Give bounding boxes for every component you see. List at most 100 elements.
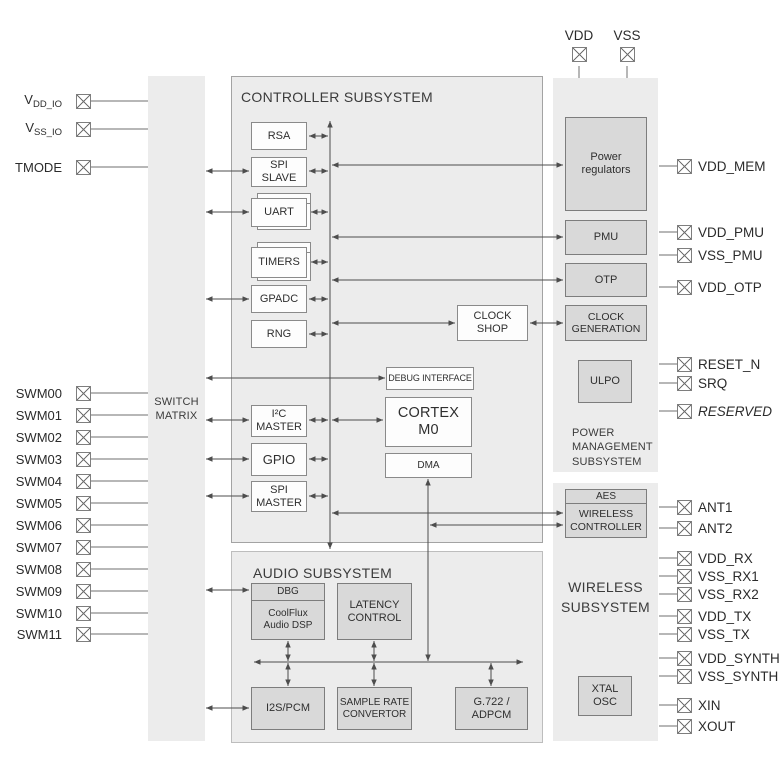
block-gpio: GPIO: [251, 443, 307, 476]
pad-icon: [677, 697, 692, 713]
pad-icon: [76, 121, 91, 137]
block-latency-control: LATENCY CONTROL: [337, 583, 412, 640]
pad-icon: [677, 586, 692, 602]
pin-swm07: SWM07: [0, 539, 91, 555]
pin-vdd-pmu: VDD_PMU: [677, 224, 764, 240]
pin-xout: XOUT: [677, 718, 736, 734]
pin-swm11: SWM11: [0, 626, 91, 642]
pad-icon: [76, 561, 91, 577]
pad-icon: [677, 568, 692, 584]
pin-xin: XIN: [677, 697, 721, 713]
pad-icon: [76, 407, 91, 423]
block-debug-interface: DEBUG INTERFACE: [386, 367, 474, 390]
pin-swm02: SWM02: [0, 429, 91, 445]
block-rng: RNG: [251, 320, 307, 348]
pad-icon: [677, 520, 692, 536]
pin-swm04: SWM04: [0, 473, 91, 489]
switch-matrix-label: SWITCH MATRIX: [154, 396, 199, 423]
pin-vdd: VDD: [549, 28, 609, 67]
pad-icon: [677, 718, 692, 734]
pin-vss-pmu: VSS_PMU: [677, 247, 763, 263]
block-i2s-pcm: I2S/PCM: [251, 687, 325, 730]
pin-vdd-synth: VDD_SYNTH: [677, 650, 780, 666]
pin-swm03: SWM03: [0, 451, 91, 467]
pin-vss-rx1: VSS_RX1: [677, 568, 759, 584]
pin-vss-io: VSS_IO: [0, 120, 91, 138]
pin-vss-rx2: VSS_RX2: [677, 586, 759, 602]
pin-vdd-mem: VDD_MEM: [677, 158, 766, 174]
pad-icon: [677, 224, 692, 240]
pad-icon: [677, 668, 692, 684]
pin-vdd-tx: VDD_TX: [677, 608, 751, 624]
pad-icon: [677, 499, 692, 515]
pin-vdd-io: VDD_IO: [0, 92, 91, 110]
power-subsystem-label: POWER MANAGEMENT SUBSYSTEM: [572, 427, 653, 468]
block-aes: AES: [565, 489, 647, 504]
pad-icon: [677, 356, 692, 372]
pin-swm06: SWM06: [0, 517, 91, 533]
pin-swm05: SWM05: [0, 495, 91, 511]
pin-tmode: TMODE: [0, 159, 91, 175]
pad-icon: [76, 583, 91, 599]
block-otp: OTP: [565, 263, 647, 297]
pin-swm09: SWM09: [0, 583, 91, 599]
block-gpadc: GPADC: [251, 285, 307, 313]
pad-icon: [76, 385, 91, 401]
pad-icon: [677, 403, 692, 419]
pad-icon: [76, 626, 91, 642]
pad-icon: [677, 279, 692, 295]
wireless-subsystem-label: WIRELESS SUBSYSTEM: [560, 579, 651, 616]
pin-ant1: ANT1: [677, 499, 733, 515]
pin-swm01: SWM01: [0, 407, 91, 423]
pad-icon: [76, 517, 91, 533]
pin-vdd-otp: VDD_OTP: [677, 279, 762, 295]
pad-icon: [677, 375, 692, 391]
pin-reset-n: RESET_N: [677, 356, 760, 372]
pin-vdd-rx: VDD_RX: [677, 550, 753, 566]
block-rsa: RSA: [251, 122, 307, 150]
pin-srq: SRQ: [677, 375, 727, 391]
pin-swm10: SWM10: [0, 605, 91, 621]
block-spi-master: SPI MASTER: [251, 481, 307, 512]
block-dbg: DBG: [251, 583, 325, 601]
pad-icon: [619, 47, 635, 62]
block-i2c-master: I²C MASTER: [251, 405, 307, 437]
pad-icon: [677, 608, 692, 624]
audio-subsystem-title: AUDIO SUBSYSTEM: [253, 565, 393, 581]
pad-icon: [76, 159, 91, 175]
block-dma: DMA: [385, 453, 472, 478]
pin-ant2: ANT2: [677, 520, 733, 536]
block-xtal-osc: XTAL OSC: [578, 676, 632, 716]
block-sample-rate-convertor: SAMPLE RATE CONVERTOR: [337, 687, 412, 730]
pad-icon: [76, 451, 91, 467]
block-timers: TIMERS: [251, 242, 311, 281]
pad-icon: [677, 626, 692, 642]
pad-icon: [76, 605, 91, 621]
pin-swm00: SWM00: [0, 385, 91, 401]
pad-icon: [677, 650, 692, 666]
pad-icon: [571, 47, 587, 62]
block-ulpo: ULPO: [578, 360, 632, 403]
block-cortex-m0: CORTEX M0: [385, 397, 472, 447]
pad-icon: [76, 93, 91, 109]
pin-vss-synth: VSS_SYNTH: [677, 668, 778, 684]
block-g722-adpcm: G.722 / ADPCM: [455, 687, 528, 730]
block-spi-slave: SPI SLAVE: [251, 157, 307, 187]
block-wireless-controller: WIRELESS CONTROLLER: [565, 503, 647, 538]
block-power-regulators: Power regulators: [565, 117, 647, 211]
pad-icon: [76, 473, 91, 489]
pad-icon: [677, 158, 692, 174]
controller-subsystem-title: CONTROLLER SUBSYSTEM: [241, 89, 433, 105]
pad-icon: [76, 495, 91, 511]
block-uart: UART: [251, 193, 311, 230]
pin-vss-tx: VSS_TX: [677, 626, 750, 642]
switch-matrix-block: SWITCH MATRIX: [148, 76, 205, 741]
pad-icon: [76, 429, 91, 445]
block-pmu: PMU: [565, 220, 647, 255]
pad-icon: [677, 247, 692, 263]
pin-reserved: RESERVED: [677, 403, 772, 419]
pin-swm08: SWM08: [0, 561, 91, 577]
block-coolflux-dsp: CoolFlux Audio DSP: [251, 600, 325, 640]
